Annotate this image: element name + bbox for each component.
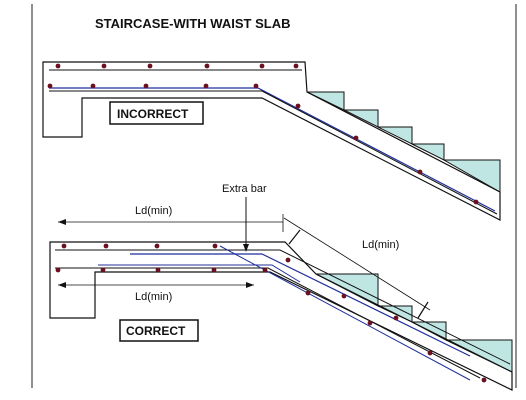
ld-inclined-label: Ld(min) <box>362 239 399 251</box>
ld-inclined-tick-2 <box>417 301 429 319</box>
correct-bottom-bar-2 <box>98 264 301 283</box>
correct-label: CORRECT <box>126 324 186 338</box>
diagram-title: STAIRCASE-WITH WAIST SLAB <box>95 16 290 31</box>
ld-top-arrowhead <box>58 219 66 225</box>
incorrect-label-box <box>109 101 204 125</box>
correct-detail: Extra bar Ld(min) Ld(min) Ld(min) CORREC… <box>49 183 513 391</box>
correct-slab-outline <box>49 241 513 391</box>
ld-inclined-tick-1 <box>288 229 301 245</box>
extra-bar-arrowhead <box>243 244 249 252</box>
ld-bottom-arrowhead-left <box>58 282 66 288</box>
extra-bar-label: Extra bar <box>222 183 267 195</box>
correct-inner-bar <box>219 245 471 381</box>
correct-extra-bar <box>130 253 471 357</box>
incorrect-slab-outline <box>42 61 501 221</box>
incorrect-label: INCORRECT <box>117 107 189 121</box>
correct-top-bar <box>55 249 511 365</box>
ld-bottom-label: Ld(min) <box>135 291 172 303</box>
ld-inclined-dimension <box>283 217 431 311</box>
ld-bottom-arrowhead-right <box>246 282 254 288</box>
correct-label-box <box>119 319 199 342</box>
incorrect-detail: INCORRECT <box>42 61 501 221</box>
ld-top-label: Ld(min) <box>135 205 172 217</box>
incorrect-bottom-bar-1 <box>49 87 496 212</box>
page-frame <box>31 4 517 388</box>
correct-bottom-bar-1 <box>55 267 481 379</box>
incorrect-rebar-dots <box>47 63 479 205</box>
correct-rebar-dots <box>55 243 487 383</box>
